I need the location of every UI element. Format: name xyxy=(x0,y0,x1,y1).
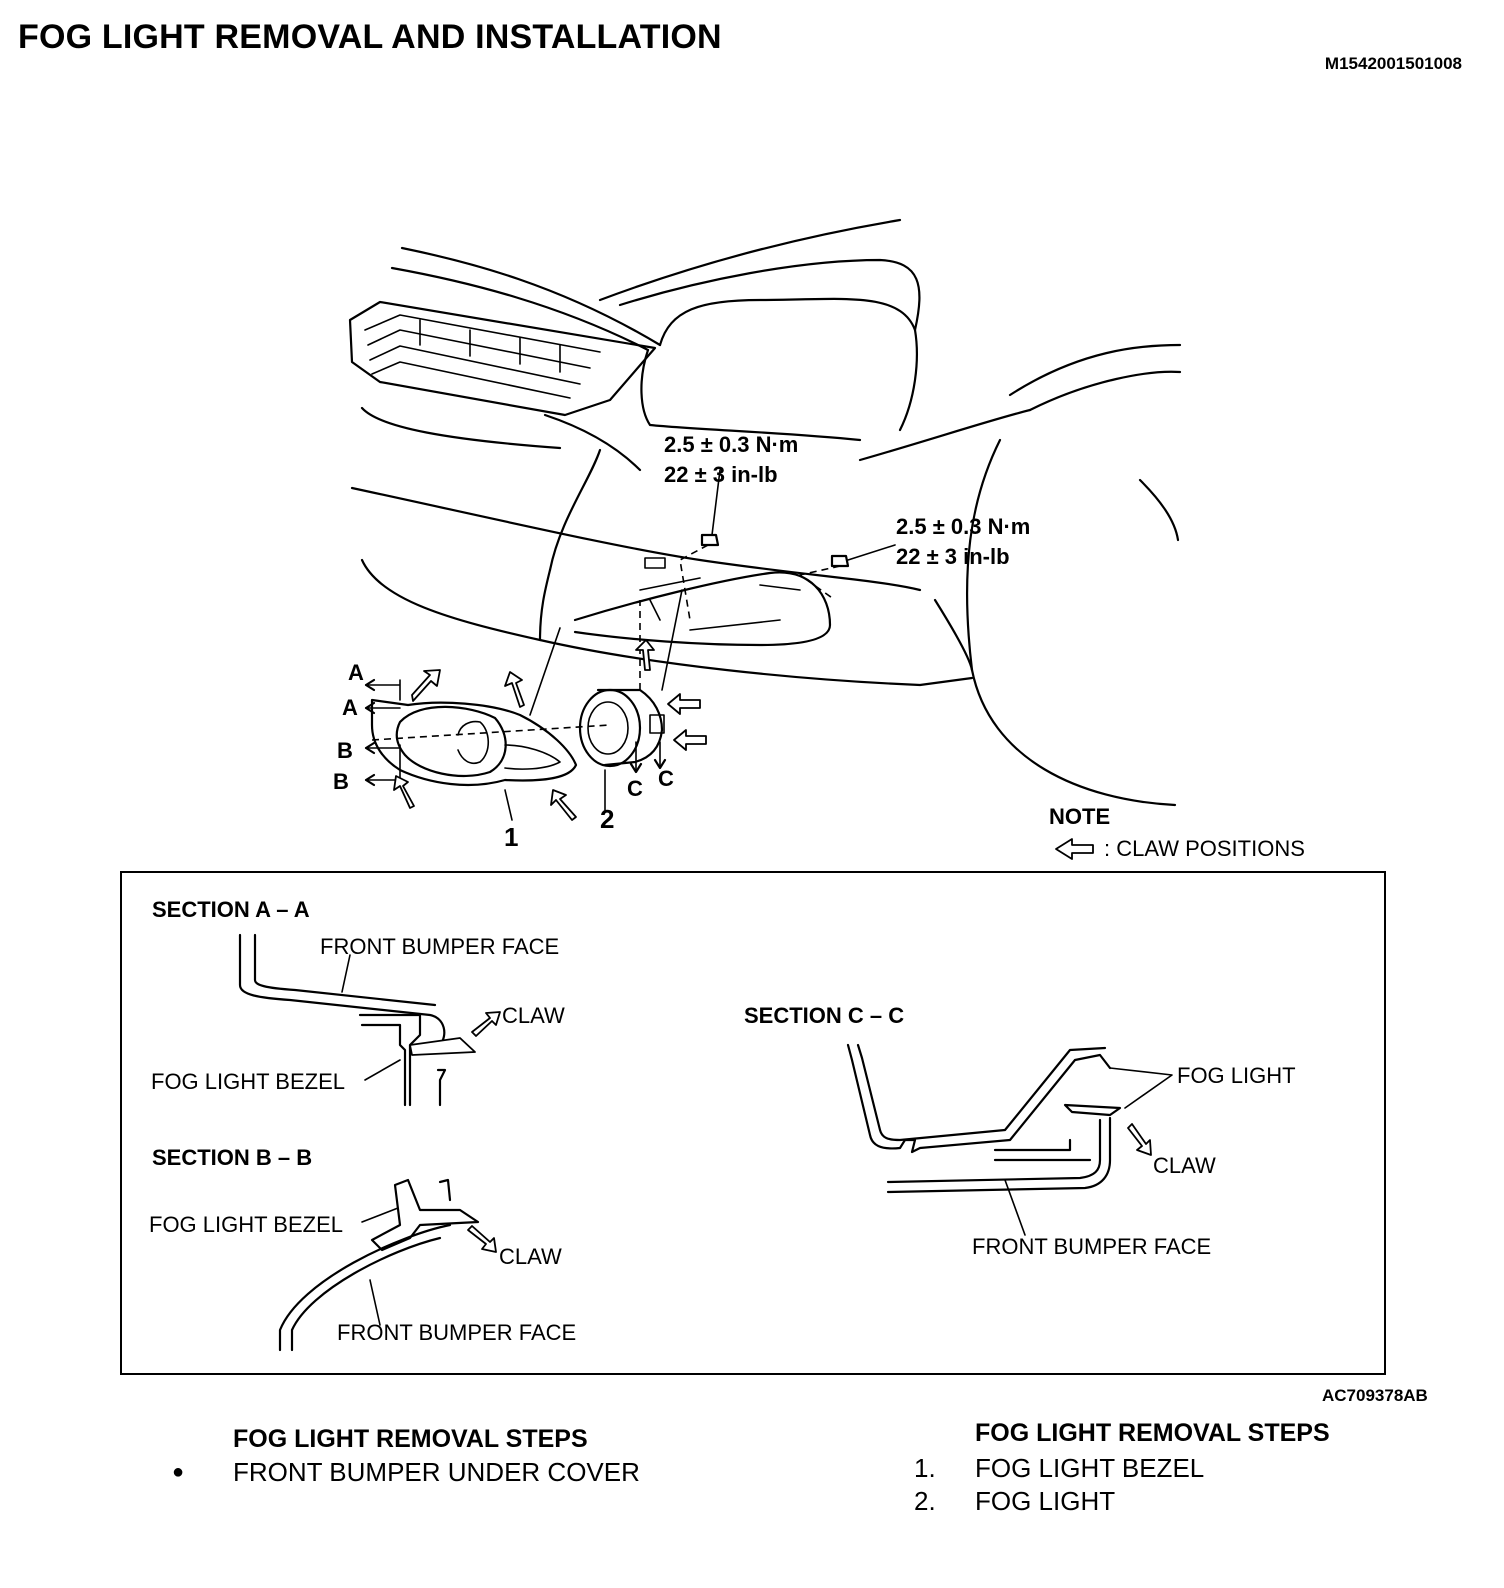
sections-frame xyxy=(120,871,1386,1375)
torque-1-metric: 2.5 ± 0.3 N·m xyxy=(664,432,799,457)
section-mark-a-lower: A xyxy=(342,695,358,720)
section-cc-fog-light: FOG LIGHT xyxy=(1177,1063,1296,1088)
note-heading: NOTE xyxy=(1049,804,1111,829)
section-cc-drawing xyxy=(846,1043,1173,1236)
section-cc-title: SECTION C – C xyxy=(744,1003,905,1028)
steps-right-heading: FOG LIGHT REMOVAL STEPS xyxy=(975,1419,1330,1447)
page-title: FOG LIGHT REMOVAL AND INSTALLATION xyxy=(18,18,722,56)
note-claw-icon xyxy=(1055,838,1094,860)
section-bb-drawing xyxy=(278,1178,497,1352)
claw-position-arrows xyxy=(393,639,1094,860)
section-mark-a-upper: A xyxy=(348,660,364,685)
vehicle-front-outline xyxy=(348,218,1182,807)
section-mark-b-lower: B xyxy=(333,769,349,794)
section-cc-claw: CLAW xyxy=(1153,1153,1216,1178)
section-aa-fog-light-bezel: FOG LIGHT BEZEL xyxy=(151,1069,345,1094)
section-aa-front-bumper-face: FRONT BUMPER FACE xyxy=(320,934,560,959)
callout-part-1: 1 xyxy=(504,822,519,852)
section-bb-front-bumper-face: FRONT BUMPER FACE xyxy=(337,1320,577,1345)
steps-right-item-1: FOG LIGHT BEZEL xyxy=(975,1453,1205,1483)
section-aa-title: SECTION A – A xyxy=(152,897,310,922)
steps-right-marker-1: 1. xyxy=(914,1453,936,1483)
steps-left-heading: FOG LIGHT REMOVAL STEPS xyxy=(233,1425,588,1453)
section-mark-b-upper: B xyxy=(337,738,353,763)
figure-code: AC709378AB xyxy=(1322,1386,1428,1405)
section-cc-front-bumper-face: FRONT BUMPER FACE xyxy=(972,1234,1212,1259)
section-mark-c-right: C xyxy=(658,766,674,791)
torque-1-imperial: 22 ± 3 in-lb xyxy=(664,462,778,487)
section-bb-claw: CLAW xyxy=(499,1244,562,1269)
callout-part-2: 2 xyxy=(600,804,615,834)
section-mark-c-left: C xyxy=(627,776,643,801)
torque-2-imperial: 22 ± 3 in-lb xyxy=(896,544,1010,569)
note-legend: : CLAW POSITIONS xyxy=(1104,836,1305,861)
torque-2-metric: 2.5 ± 0.3 N·m xyxy=(896,514,1031,539)
steps-right-marker-2: 2. xyxy=(914,1486,936,1516)
section-aa-drawing xyxy=(238,933,501,1107)
section-bb-title: SECTION B – B xyxy=(152,1145,313,1170)
section-bb-fog-light-bezel: FOG LIGHT BEZEL xyxy=(149,1212,343,1237)
steps-left-item: FRONT BUMPER UNDER COVER xyxy=(233,1457,640,1487)
steps-left-bullet: ● xyxy=(172,1461,185,1483)
section-indicators xyxy=(364,678,667,787)
section-aa-claw: CLAW xyxy=(502,1003,565,1028)
fog-light-part xyxy=(578,589,683,811)
document-code: M1542001501008 xyxy=(1324,54,1462,73)
steps-right-item-2: FOG LIGHT xyxy=(975,1486,1116,1516)
fog-light-bezel-part xyxy=(370,627,611,821)
